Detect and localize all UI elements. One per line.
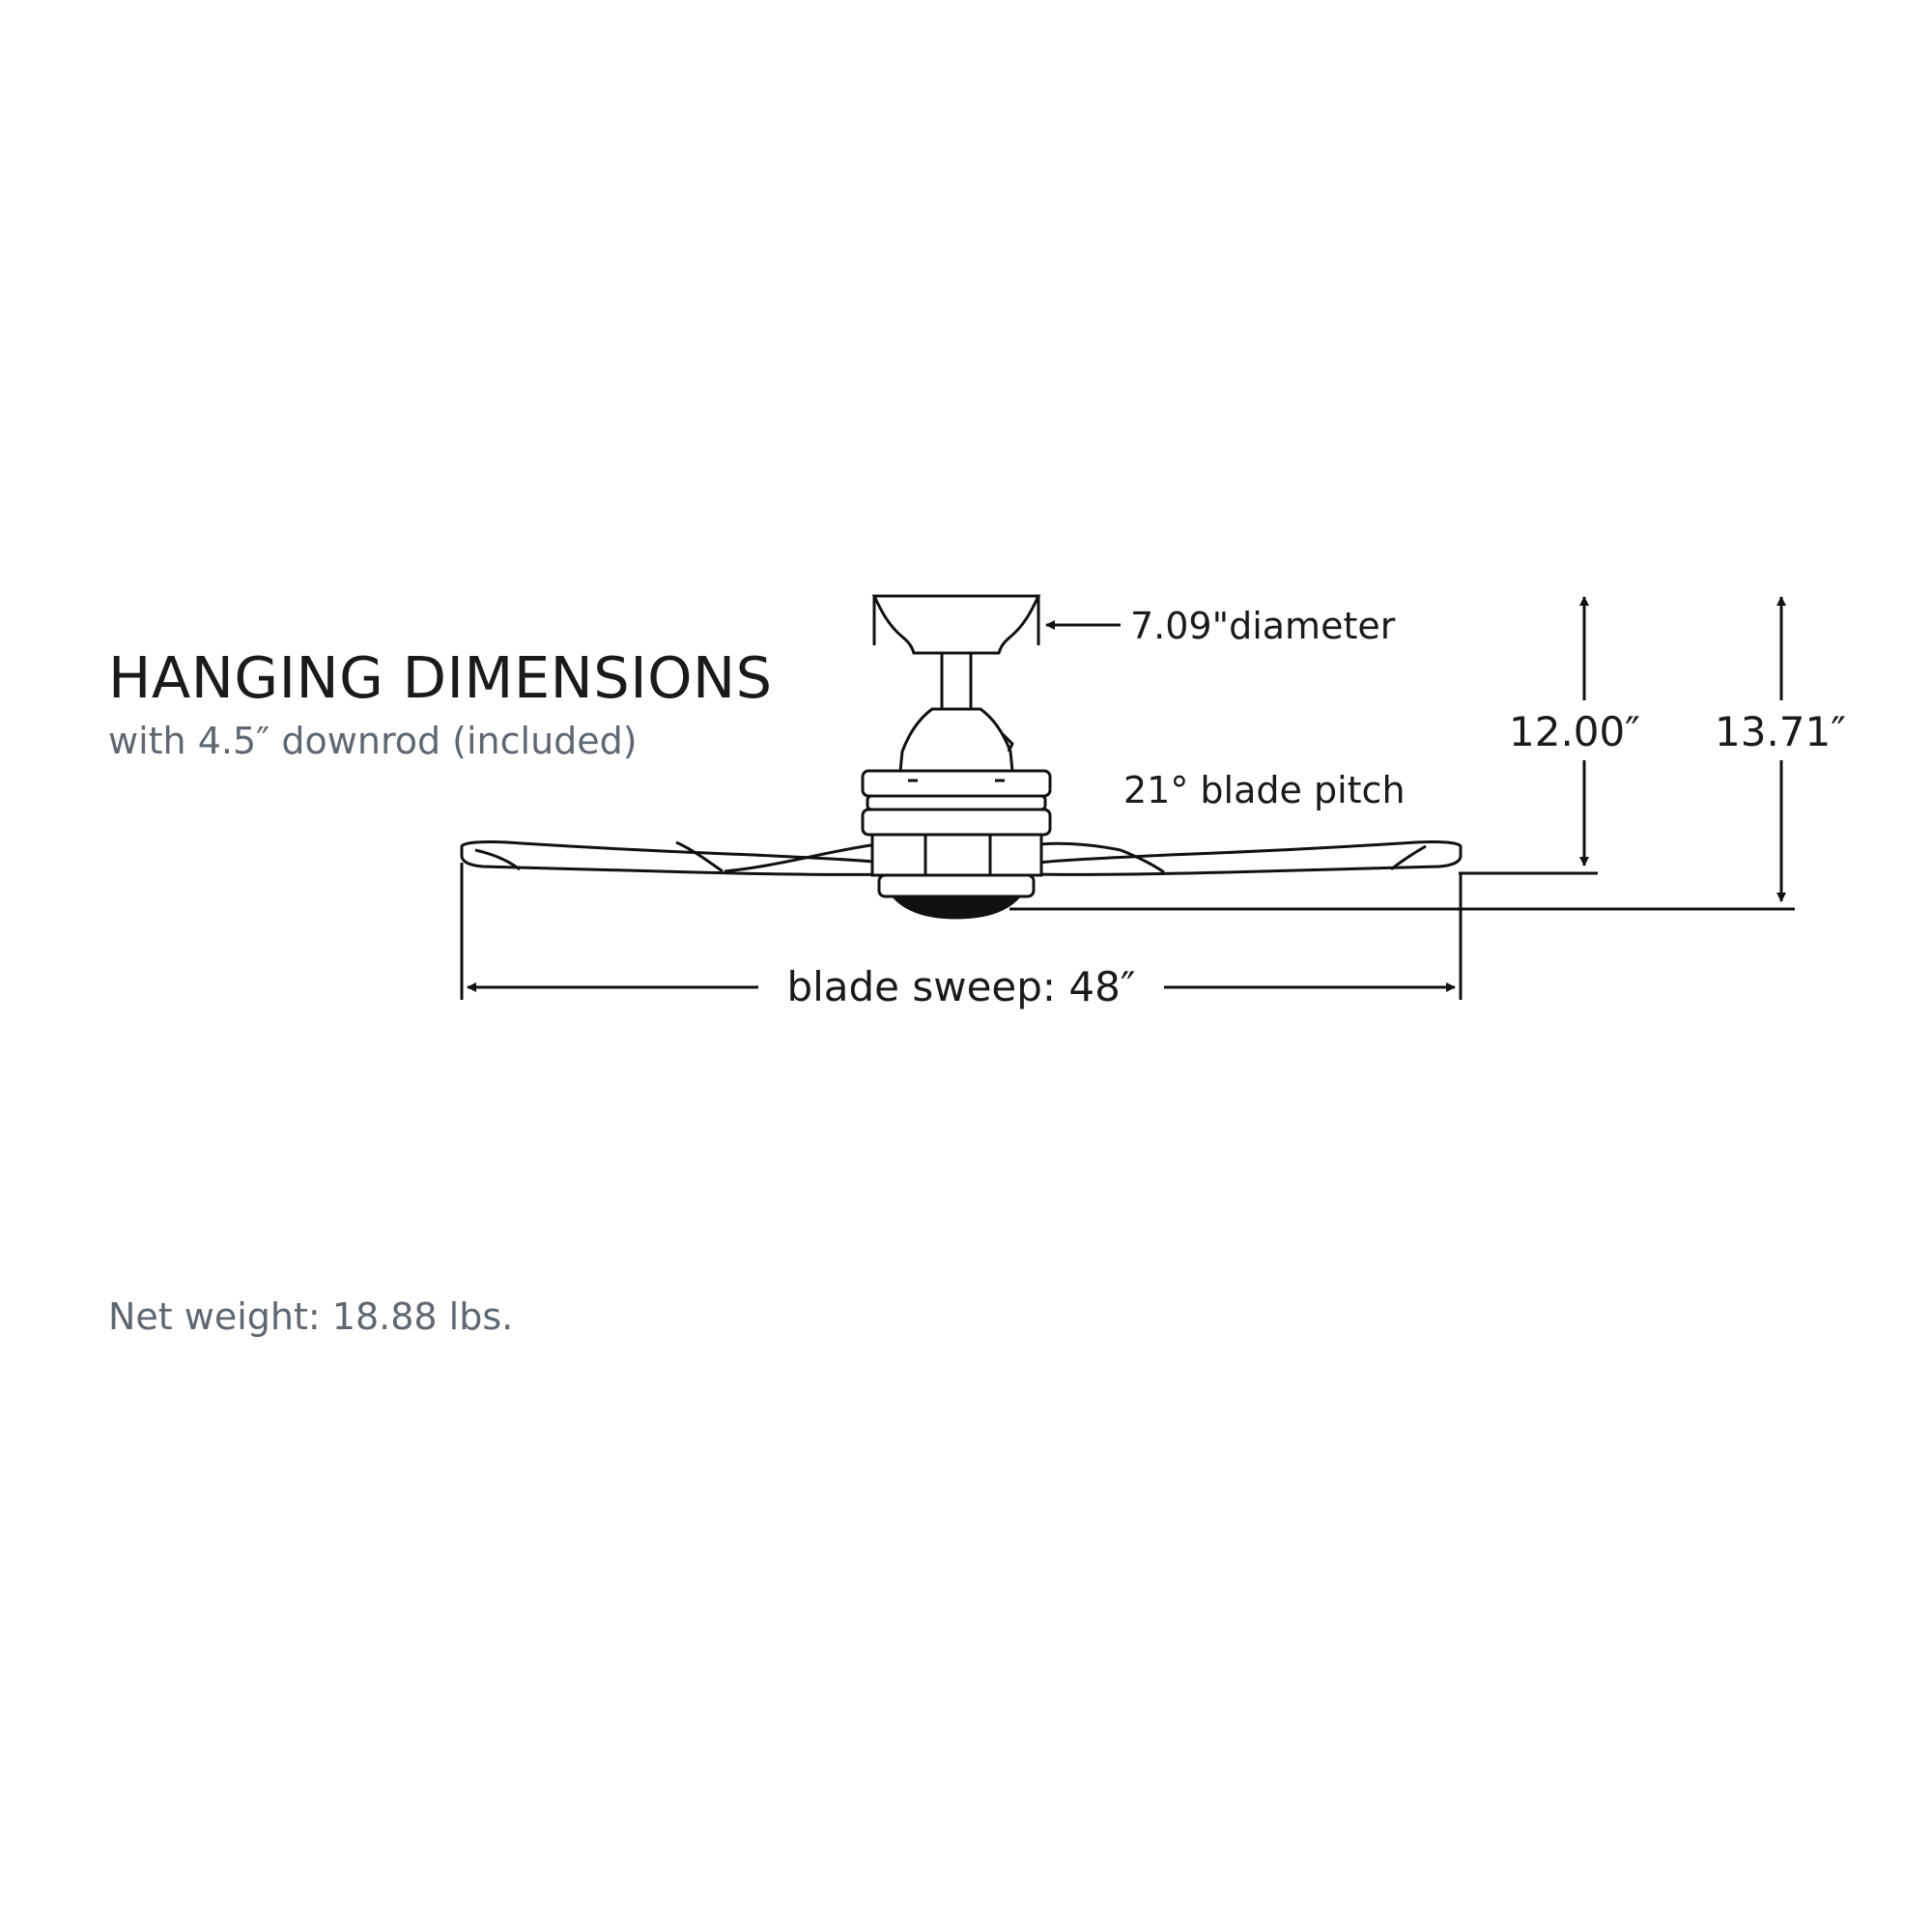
height-overall-dimension [1009,596,1795,911]
fan-downrod [940,651,973,711]
height-to-blades-label: 12.00″ [1509,708,1640,755]
fan-motor-housing [861,707,1052,837]
net-weight-label: Net weight: 18.88 lbs. [108,1295,514,1338]
fan-light-kit [877,873,1036,920]
height-overall-label: 13.71″ [1715,708,1846,755]
blade-pitch-label: 21° blade pitch [1123,769,1406,811]
blade-sweep-dimension [460,863,1463,1000]
blade-sweep-label: blade sweep: 48″ [786,963,1135,1010]
fan-canopy [871,594,1041,655]
page-subtitle: with 4.5″ downrod (included) [108,720,638,762]
diameter-label: 7.09"diameter [1130,605,1396,647]
fan-blade-hub [870,833,1043,877]
height-to-blades-dimension [1459,596,1598,875]
page-title: HANGING DIMENSIONS [108,644,773,711]
